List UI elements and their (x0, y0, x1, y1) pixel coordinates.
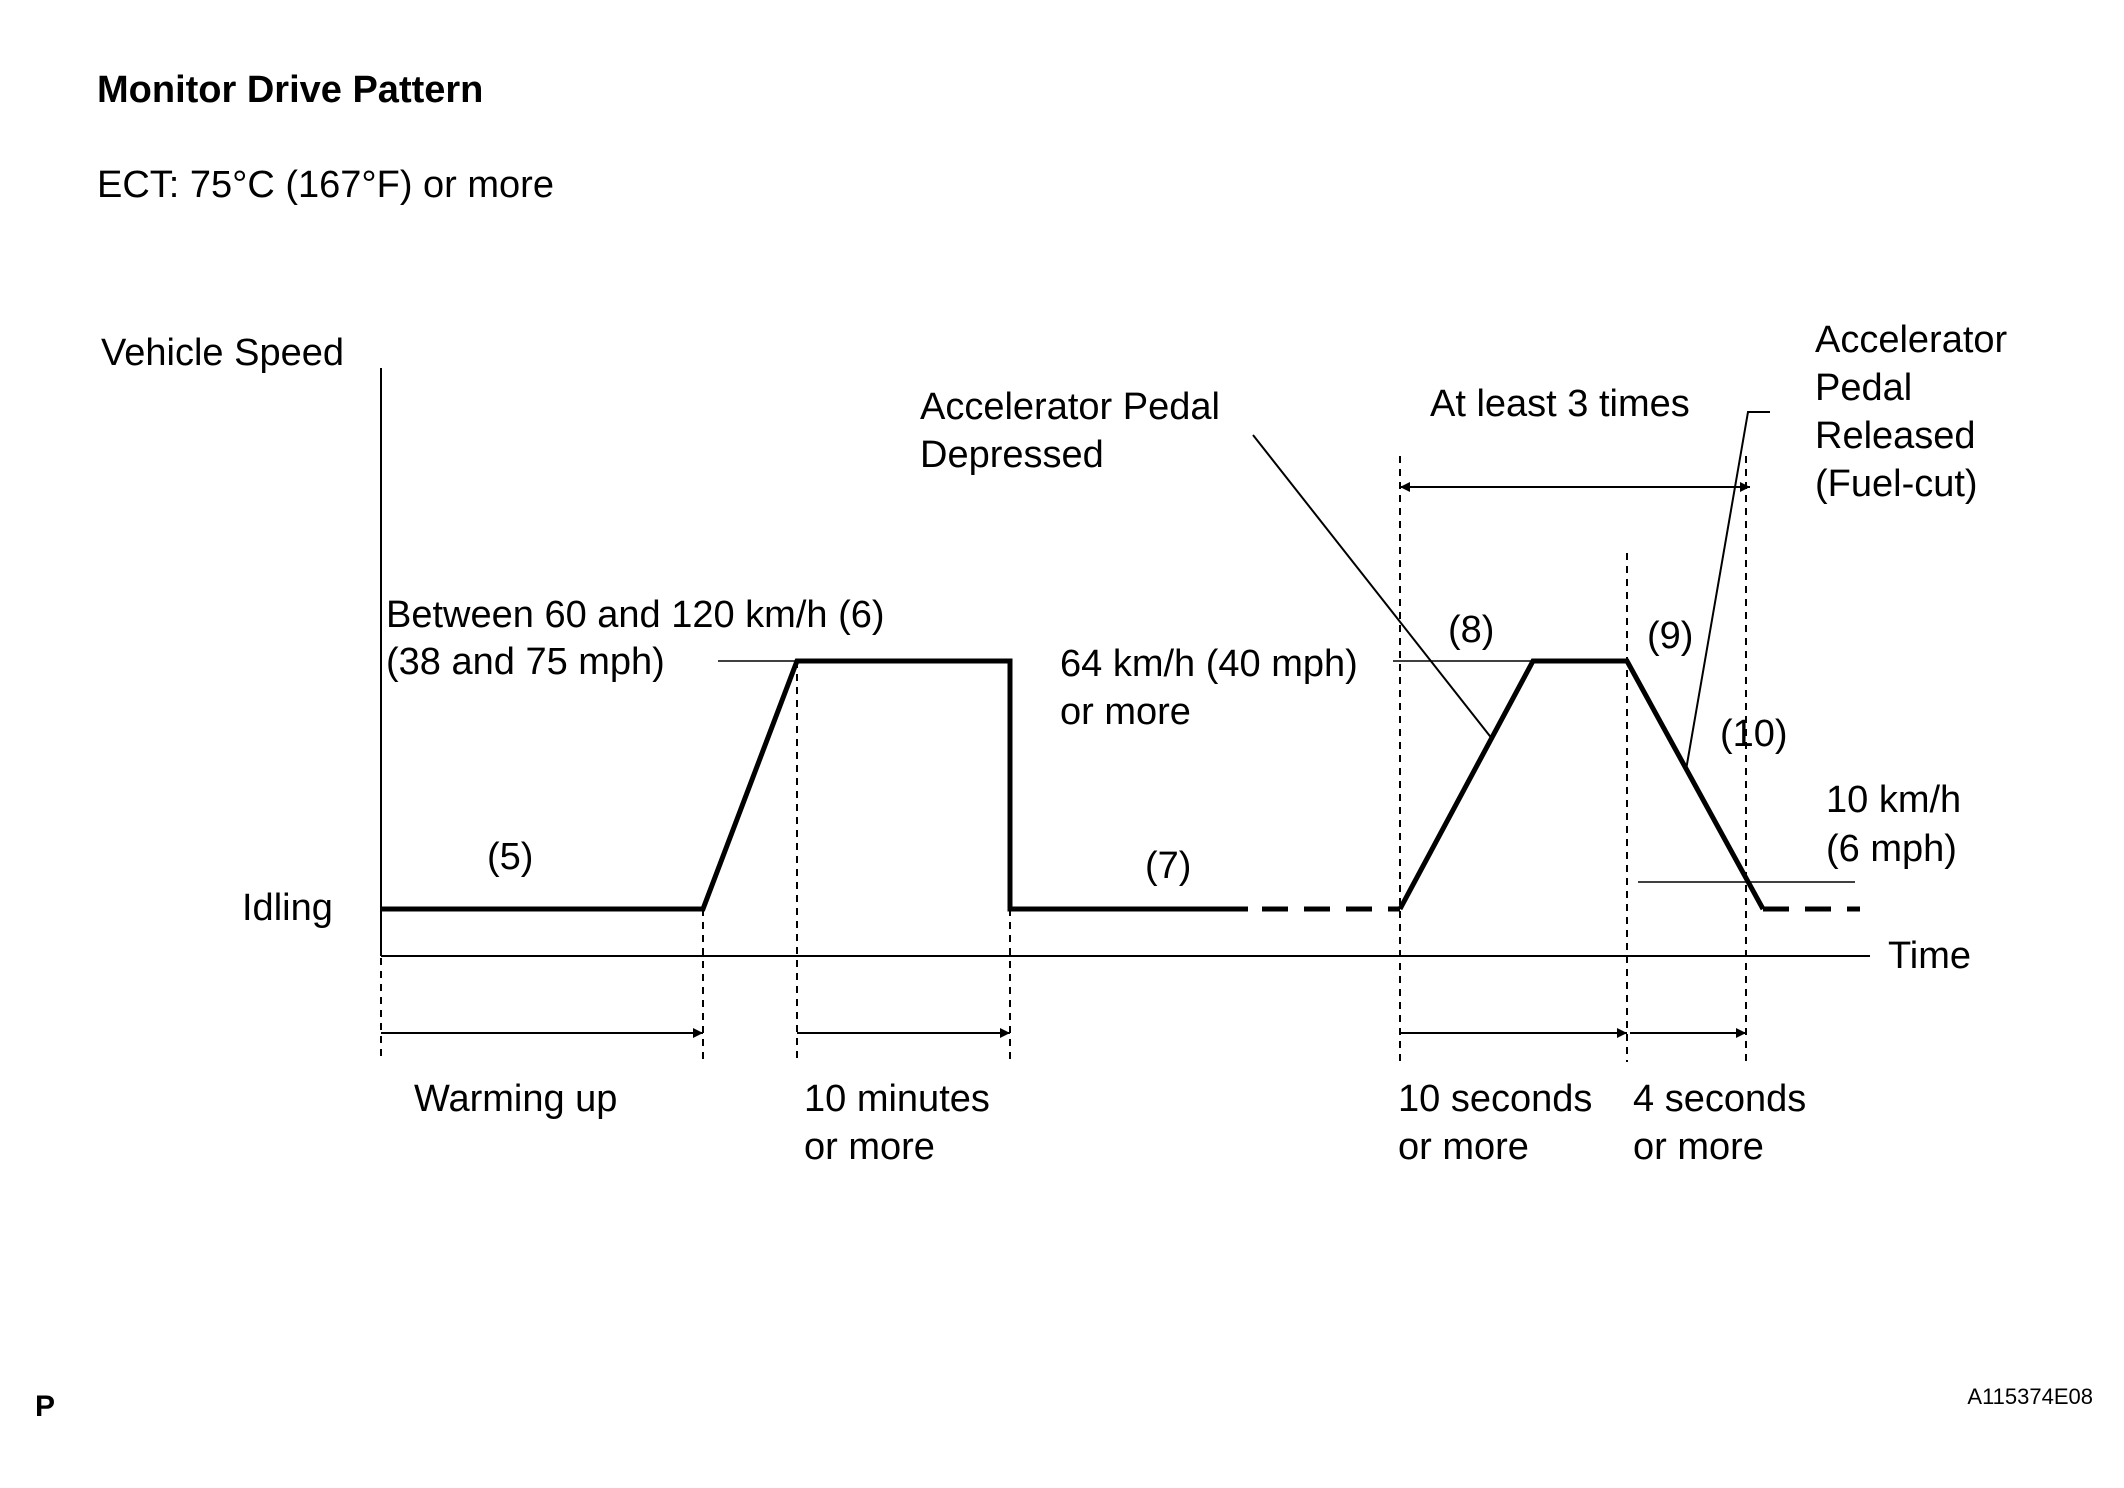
x-axis-label: Time (1888, 935, 1971, 977)
warmup-label: Warming up (414, 1078, 617, 1120)
four-seconds-label-line1: 4 seconds (1633, 1078, 1806, 1120)
speed-64-label-line1: 64 km/h (40 mph) (1060, 643, 1358, 685)
idle-label: Idling (242, 887, 333, 929)
four-seconds-label-line2: or more (1633, 1126, 1764, 1168)
corner-letter: P (35, 1390, 55, 1423)
pedal-released-label-line3: Released (1815, 415, 1976, 457)
speed-profile-second-cycle (1397, 658, 1766, 911)
step-6-label-line1: Between 60 and 120 km/h (6) (386, 594, 885, 636)
pedal-depressed-label-line2: Depressed (920, 434, 1104, 476)
speed-64-label-line2: or more (1060, 691, 1191, 733)
step-8-label: (8) (1448, 609, 1494, 651)
pedal-released-label-line1: Accelerator (1815, 319, 2008, 361)
ect-condition: ECT: 75°C (167°F) or more (97, 164, 554, 206)
step-10-label: (10) (1720, 713, 1788, 755)
step-7-label: (7) (1145, 845, 1191, 887)
pedal-released-label-line4: (Fuel-cut) (1815, 463, 1978, 505)
pedal-released-label-line2: Pedal (1815, 367, 1912, 409)
ten-minutes-label-line2: or more (804, 1126, 935, 1168)
step-6-label-line2: (38 and 75 mph) (386, 641, 665, 683)
pedal-depressed-leader (1252, 434, 1494, 741)
diagram-title: Monitor Drive Pattern (97, 69, 483, 111)
repeat-count-label: At least 3 times (1430, 383, 1690, 425)
figure-id: A115374E08 (1967, 1384, 2093, 1409)
step-9-label: (9) (1647, 615, 1693, 657)
step-5-label: (5) (487, 836, 533, 878)
speed-10-label-line2: (6 mph) (1826, 828, 1957, 870)
ten-seconds-label-line2: or more (1398, 1126, 1529, 1168)
y-axis-label: Vehicle Speed (101, 332, 344, 374)
speed-profile-first-cycle (381, 658, 1248, 912)
pedal-depressed-label-line1: Accelerator Pedal (920, 386, 1220, 428)
ten-minutes-label-line1: 10 minutes (804, 1078, 990, 1120)
speed-10-label-line1: 10 km/h (1826, 779, 1961, 821)
ten-seconds-label-line1: 10 seconds (1398, 1078, 1592, 1120)
pedal-released-leader (1685, 411, 1770, 771)
